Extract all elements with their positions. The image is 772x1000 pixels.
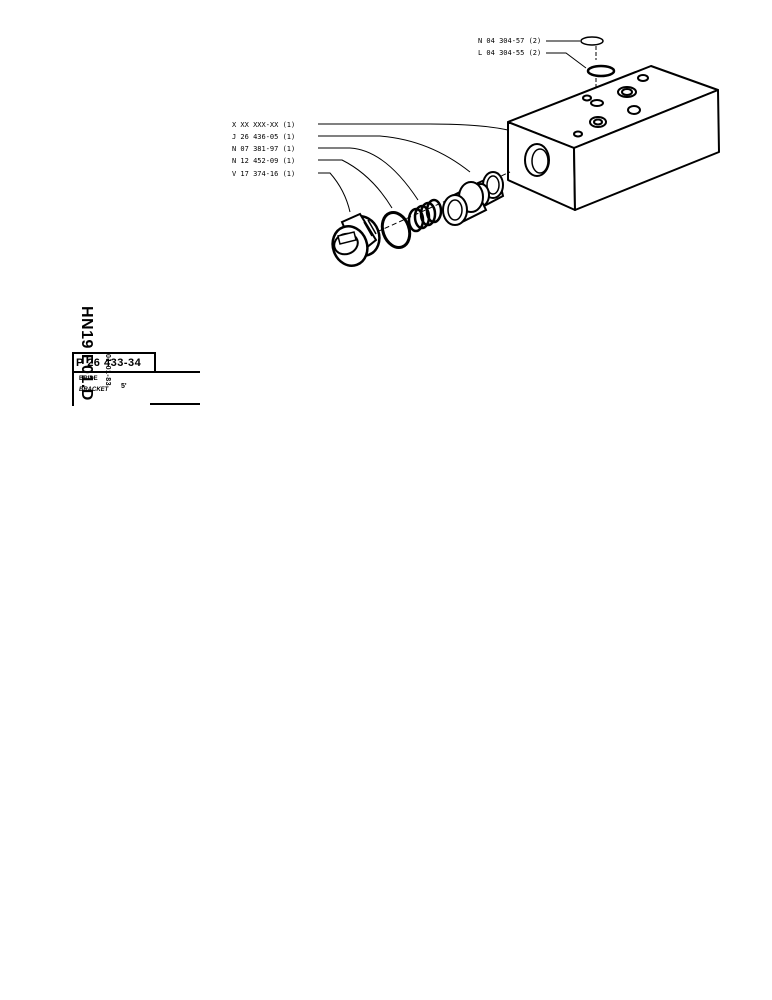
small-o-ring-shape [580,36,604,46]
callout-n07381-97: N 07 381-97 (1) [232,145,295,153]
callout-xxxxxxxx: X XX XXX-XX (1) [232,121,295,129]
callout-n04304-57: N 04 304-57 (2) [478,37,541,45]
leader-lines [318,40,587,213]
callout-l04304-55: L 04 304-55 (2) [478,49,541,57]
part-name-french: BRIDE [79,376,98,382]
spring-shape [407,198,443,233]
plug-shape [331,212,381,267]
o-ring-shape [586,64,616,78]
sheet-number: 5' [121,383,127,390]
title-block-divider [154,352,156,371]
sleeve-shape [442,181,488,226]
part-reference: P 26 433-34 [76,357,142,369]
callout-j26436-05: J 26 436-05 (1) [232,133,295,141]
seal-ring-shape [380,211,412,249]
callout-n12452-09: N 12 452-09 (1) [232,157,295,165]
title-block: HN19 E01.D 01-01-83 P 26 433-34 BRIDE BR… [38,306,204,408]
bracket-body-shape [507,65,720,211]
title-block-divider [72,352,74,406]
part-name-english: BRACKET [79,387,109,393]
title-block-divider [72,371,200,373]
title-block-divider [72,352,154,354]
valve-spool-shape [472,171,505,208]
callout-v17374-16: V 17 374-16 (1) [232,170,295,178]
title-block-divider [150,403,200,405]
